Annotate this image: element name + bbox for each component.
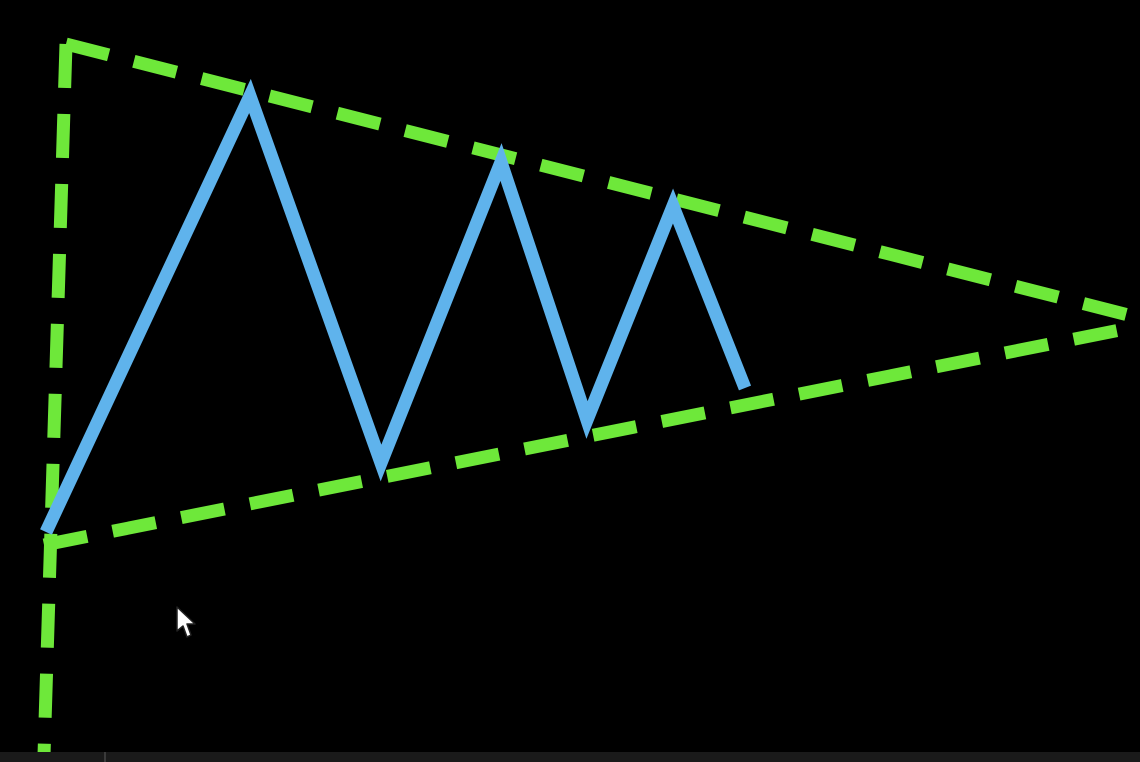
price-path: [40, 78, 752, 535]
arrow-pointer-shape: [176, 606, 196, 638]
scrollbar-tick: [104, 752, 106, 762]
left-vertical-trendline: [37, 43, 73, 756]
arrow-pointer-icon: [176, 606, 196, 638]
bottom-scrollbar-strip: [0, 752, 1140, 762]
upper-trendline: [64, 37, 1140, 325]
trendlines-group: [37, 37, 1140, 756]
lower-trendline: [42, 319, 1140, 552]
